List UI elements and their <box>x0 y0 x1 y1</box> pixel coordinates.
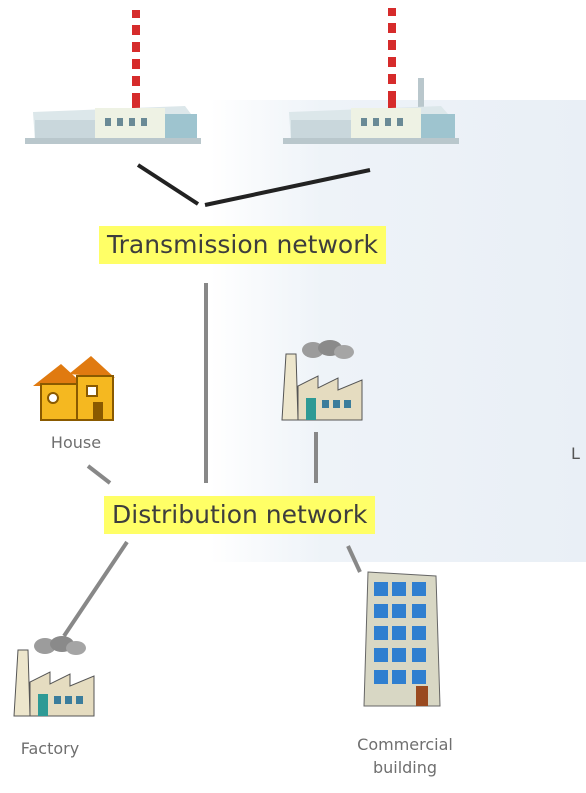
house-icon <box>33 356 115 421</box>
cropped-edge-text: L <box>571 444 580 463</box>
factory-caption: Factory <box>20 739 80 758</box>
factory-icon <box>281 340 363 421</box>
transmission-network-label: Transmission network <box>99 226 386 264</box>
factory-bottom-distribution-link <box>62 540 129 638</box>
commercial-caption-line2: building <box>372 758 438 777</box>
distribution-network-label: Distribution network <box>104 496 376 534</box>
office-building-icon <box>363 571 441 707</box>
plant2-transmission-link <box>204 168 371 207</box>
power-plant-icon <box>25 10 201 144</box>
house-distribution-link <box>86 464 112 485</box>
background-panel <box>210 100 586 562</box>
factory-icon <box>13 636 95 717</box>
power-plant-icon <box>283 8 459 144</box>
house-caption: House <box>50 433 102 452</box>
commercial-caption-line1: Commercial <box>357 735 453 754</box>
commercial-distribution-link <box>346 545 362 573</box>
plant1-transmission-link <box>136 163 200 206</box>
commercial-building-caption: Commercial building <box>330 733 480 779</box>
